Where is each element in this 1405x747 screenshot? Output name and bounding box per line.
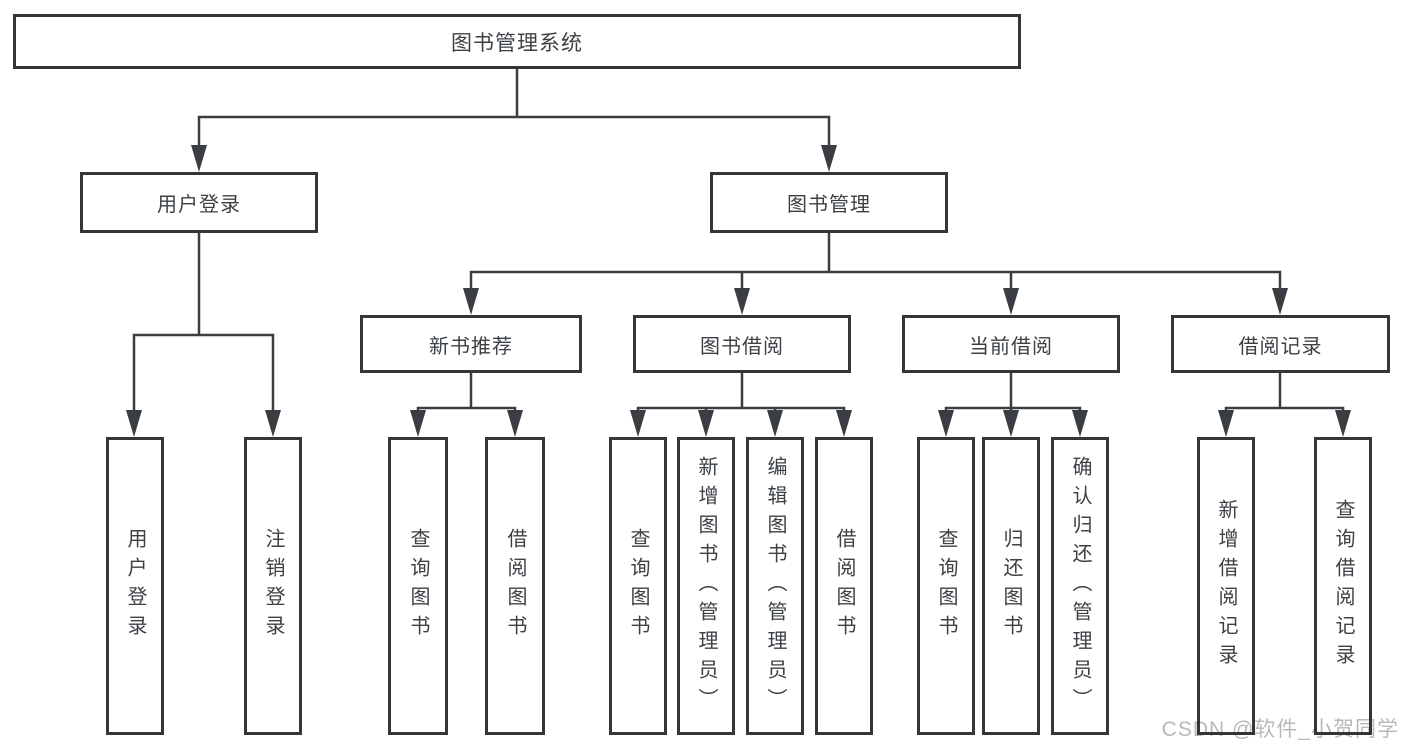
leaf-recommend-borrow-books: 借阅图书 — [485, 437, 545, 735]
node-new-book-recommend: 新书推荐 — [360, 315, 582, 373]
leaf-records-add-borrow-record: 新增借阅记录 — [1197, 437, 1255, 735]
node-current-borrowing: 当前借阅 — [902, 315, 1120, 373]
leaf-current-confirm-return-admin: 确认归还（管理员） — [1051, 437, 1109, 735]
leaf-current-return-books: 归还图书 — [982, 437, 1040, 735]
csdn-watermark: CSDN @软件_小贺同学 — [1161, 718, 1399, 741]
leaf-current-query-books: 查询图书 — [917, 437, 975, 735]
node-book-borrowing: 图书借阅 — [633, 315, 851, 373]
node-book-management: 图书管理 — [710, 172, 948, 233]
leaf-borrowing-query-books: 查询图书 — [609, 437, 667, 735]
leaf-user-login: 用户登录 — [106, 437, 164, 735]
leaf-logout-login: 注销登录 — [244, 437, 302, 735]
node-library-management-system: 图书管理系统 — [13, 14, 1021, 69]
leaf-borrowing-edit-books-admin: 编辑图书（管理员） — [746, 437, 804, 735]
leaf-borrowing-add-books-admin: 新增图书（管理员） — [677, 437, 735, 735]
leaf-borrowing-borrow-books: 借阅图书 — [815, 437, 873, 735]
leaf-recommend-query-books: 查询图书 — [388, 437, 448, 735]
leaf-records-query-borrow-record: 查询借阅记录 — [1314, 437, 1372, 735]
node-borrowing-records: 借阅记录 — [1171, 315, 1390, 373]
node-user-login: 用户登录 — [80, 172, 318, 233]
